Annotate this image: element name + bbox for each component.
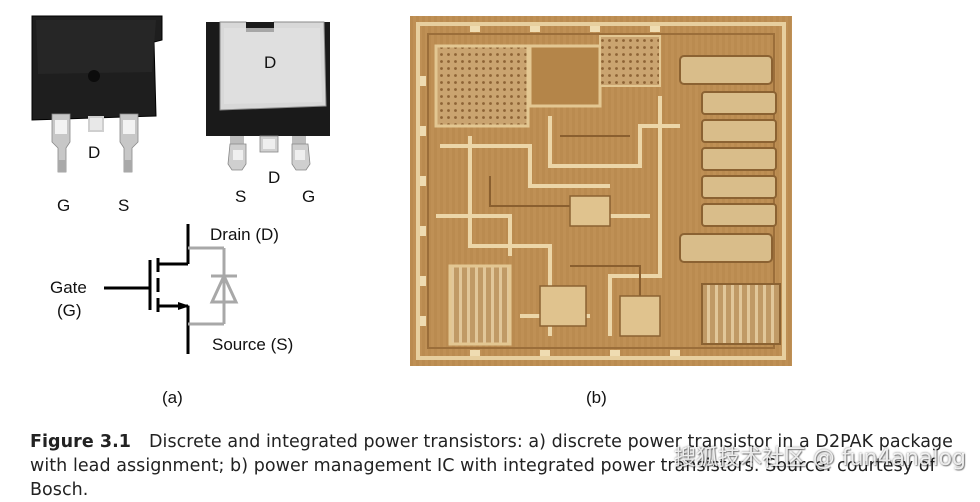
pin-label-source-2: S: [235, 187, 247, 206]
watermark-text: 搜狐技术社区 @ fun4analog: [673, 446, 966, 471]
panel-b-label: (b): [586, 388, 607, 407]
pin-label-gate-2: G: [302, 187, 316, 206]
d2pak-package-bottom-view: [206, 21, 330, 171]
pin-label-source: S: [118, 196, 130, 215]
ic-die-photo: [410, 16, 792, 366]
source-label: Source (S): [212, 335, 294, 354]
gate-label-line1: Gate: [50, 278, 87, 297]
pin-label-drain: D: [88, 143, 101, 162]
drain-label: Drain (D): [210, 225, 279, 244]
gate-label-line2: (G): [57, 301, 82, 320]
pin-label-drain-2: D: [268, 168, 281, 187]
figure-number: Figure 3.1: [30, 432, 132, 452]
tab-label-drain: D: [264, 53, 277, 72]
d2pak-package-top-view: [31, 15, 163, 173]
pin-label-gate: G: [57, 196, 71, 215]
mosfet-symbol: [104, 224, 239, 354]
panel-a-label: (a): [162, 388, 183, 407]
